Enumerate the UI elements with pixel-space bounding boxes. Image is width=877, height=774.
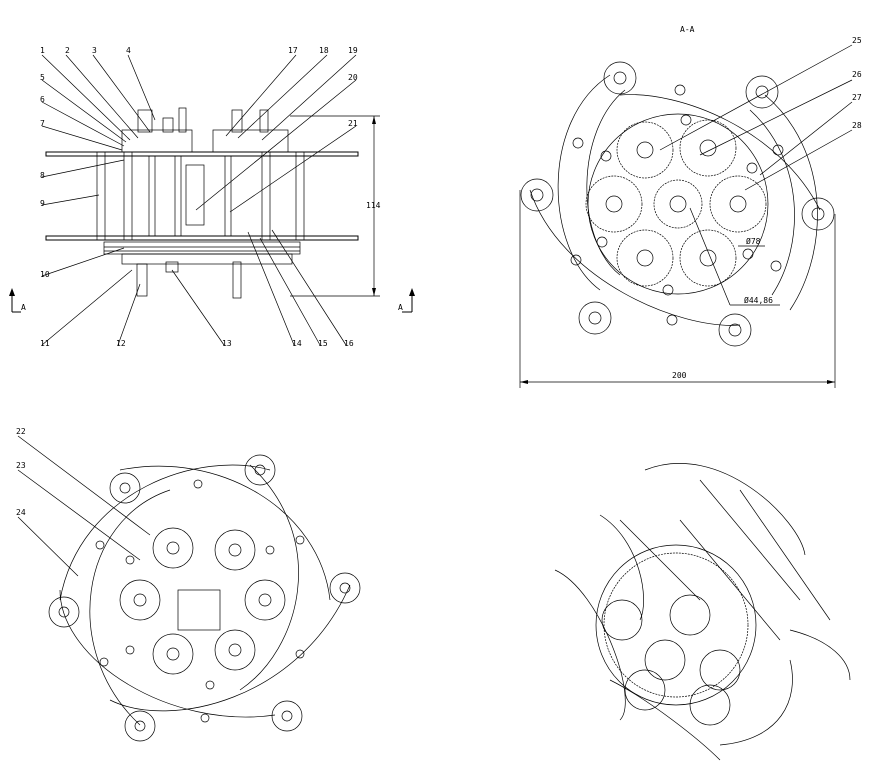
callout-25: 25: [852, 36, 862, 45]
callout-17: 17: [288, 46, 298, 55]
callout-3: 3: [92, 46, 97, 55]
section-view: A-A: [519, 25, 862, 388]
dimension-sun-dia: Ø44,86: [744, 295, 773, 305]
callout-2: 2: [65, 46, 70, 55]
back-view-callout-labels: 22 23 24: [16, 427, 26, 517]
callout-1: 1: [40, 46, 45, 55]
callout-26: 26: [852, 70, 862, 79]
callout-28: 28: [852, 121, 862, 130]
callout-10: 10: [40, 270, 50, 279]
callout-24: 24: [16, 508, 26, 517]
callout-5: 5: [40, 73, 45, 82]
isometric-view: [554, 463, 851, 761]
callout-15: 15: [318, 339, 328, 348]
callout-7: 7: [40, 119, 45, 128]
callout-6: 6: [40, 95, 45, 104]
callout-13: 13: [222, 339, 232, 348]
dimension-width: 200: [672, 371, 687, 380]
front-view-callout-labels: 1 2 3 4 5 6 7 8 9 10 11 12 13 14 15 16 1…: [40, 46, 358, 348]
callout-12: 12: [116, 339, 126, 348]
section-mark-right: A: [398, 303, 403, 312]
front-view: A A 114 1 2 3 4 5: [9, 46, 415, 348]
callout-18: 18: [319, 46, 329, 55]
callout-27: 27: [852, 93, 862, 102]
callout-9: 9: [40, 199, 45, 208]
callout-8: 8: [40, 171, 45, 180]
back-view: 22 23 24: [16, 427, 361, 742]
dimension-ring-dia: Ø78: [746, 236, 761, 246]
callout-11: 11: [40, 339, 50, 348]
callout-23: 23: [16, 461, 26, 470]
callout-16: 16: [344, 339, 354, 348]
dimension-height: 114: [366, 201, 381, 210]
callout-22: 22: [16, 427, 26, 436]
callout-4: 4: [126, 46, 131, 55]
callout-20: 20: [348, 73, 358, 82]
section-mark-left: A: [21, 303, 26, 312]
section-title: A-A: [680, 25, 695, 34]
callout-14: 14: [292, 339, 302, 348]
callout-21: 21: [348, 119, 358, 128]
section-view-callout-labels: 25 26 27 28: [852, 36, 862, 130]
callout-19: 19: [348, 46, 358, 55]
